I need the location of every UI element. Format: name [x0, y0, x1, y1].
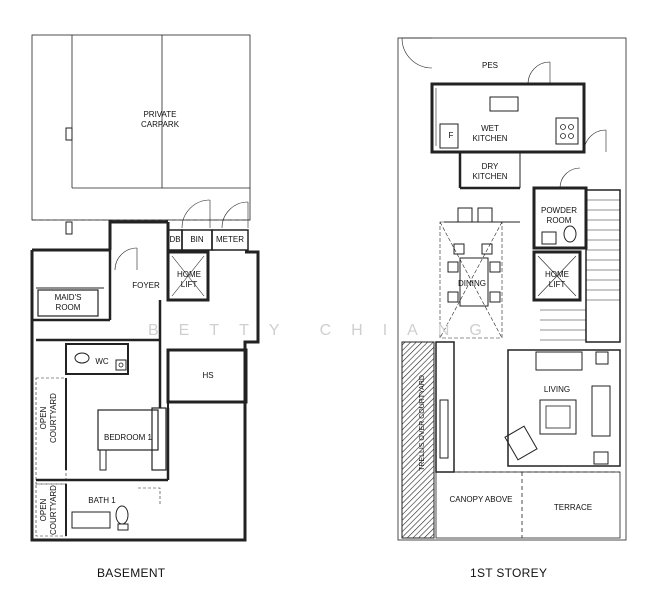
label-meter: METER: [216, 235, 244, 244]
label-bedroom-1: BEDROOM 1: [103, 433, 152, 442]
label-hs: HS: [202, 371, 214, 380]
label-fridge: F: [448, 131, 454, 140]
label-dining: DINING: [458, 279, 486, 288]
label-living: LIVING: [543, 385, 571, 394]
first-storey-plan: [397, 37, 627, 541]
label-canopy-above: CANOPY ABOVE: [449, 495, 513, 504]
basement-title: BASEMENT: [97, 566, 166, 580]
label-db: DB: [169, 235, 181, 244]
label-trellis: TRELLIS OVER COURTYARD: [419, 375, 426, 471]
label-bath-1: BATH 1: [88, 496, 116, 505]
basement-outer-wall: [30, 250, 260, 542]
basement-plan: [30, 34, 260, 542]
label-foyer: FOYER: [132, 281, 160, 290]
label-pes: PES: [481, 61, 498, 70]
first-storey-title: 1ST STOREY: [470, 566, 548, 580]
trellis-hatch: [401, 341, 435, 539]
label-wc: WC: [95, 357, 109, 366]
first-storey-boundary: [397, 37, 627, 541]
label-terrace: TERRACE: [553, 503, 593, 512]
label-bin: BIN: [190, 235, 204, 244]
